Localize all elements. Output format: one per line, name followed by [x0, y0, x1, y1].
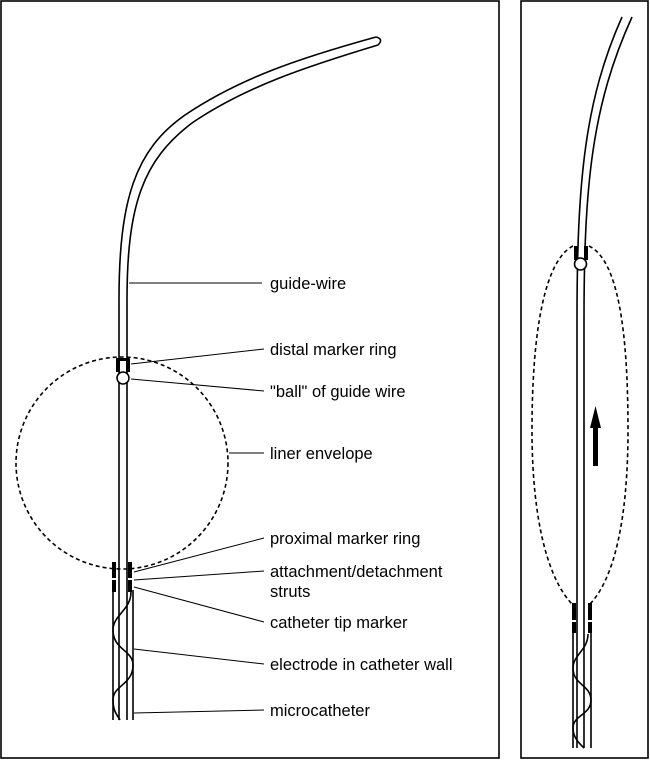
left-panel: guide-wire distal marker ring "ball" of … — [15, 36, 453, 721]
right-panel — [531, 16, 633, 749]
label-electrode: electrode in catheter wall — [270, 656, 453, 674]
distal-marker-ring-right — [574, 246, 588, 260]
label-proximal-marker-ring: proximal marker ring — [270, 530, 420, 548]
leader-distal-marker — [130, 348, 265, 365]
label-struts-line2: struts — [270, 583, 310, 601]
leader-ball — [130, 378, 265, 392]
guide-wire-right — [576, 16, 633, 748]
leader-electrode — [133, 648, 265, 665]
electrode-helix-right — [572, 633, 592, 749]
leader-struts — [133, 570, 265, 581]
label-guide-wire: guide-wire — [270, 275, 346, 293]
label-struts-line1: attachment/detachment — [270, 563, 443, 581]
label-distal-marker-ring: distal marker ring — [270, 341, 397, 359]
leader-microcatheter — [133, 709, 265, 714]
label-microcatheter: microcatheter — [270, 702, 370, 720]
right-panel-frame — [520, 0, 649, 759]
electrode-helix — [112, 591, 134, 721]
guide-wire-ball — [116, 371, 130, 385]
liner-envelope — [15, 356, 229, 570]
leader-catheter-tip — [133, 586, 265, 623]
label-catheter-tip-marker: catheter tip marker — [270, 614, 408, 632]
guide-wire-ball-right — [573, 257, 588, 271]
label-liner-envelope: liner envelope — [270, 445, 373, 463]
distal-marker-ring — [116, 358, 130, 372]
guide-wire — [118, 36, 382, 720]
label-ball-of-guide-wire: "ball" of guide wire — [270, 383, 406, 401]
left-panel-frame — [0, 0, 500, 759]
withdraw-arrow-icon — [590, 406, 601, 466]
proximal-marker-ring — [112, 562, 132, 592]
leader-proximal-marker — [133, 537, 265, 573]
liner-envelope-elongated — [531, 245, 574, 606]
